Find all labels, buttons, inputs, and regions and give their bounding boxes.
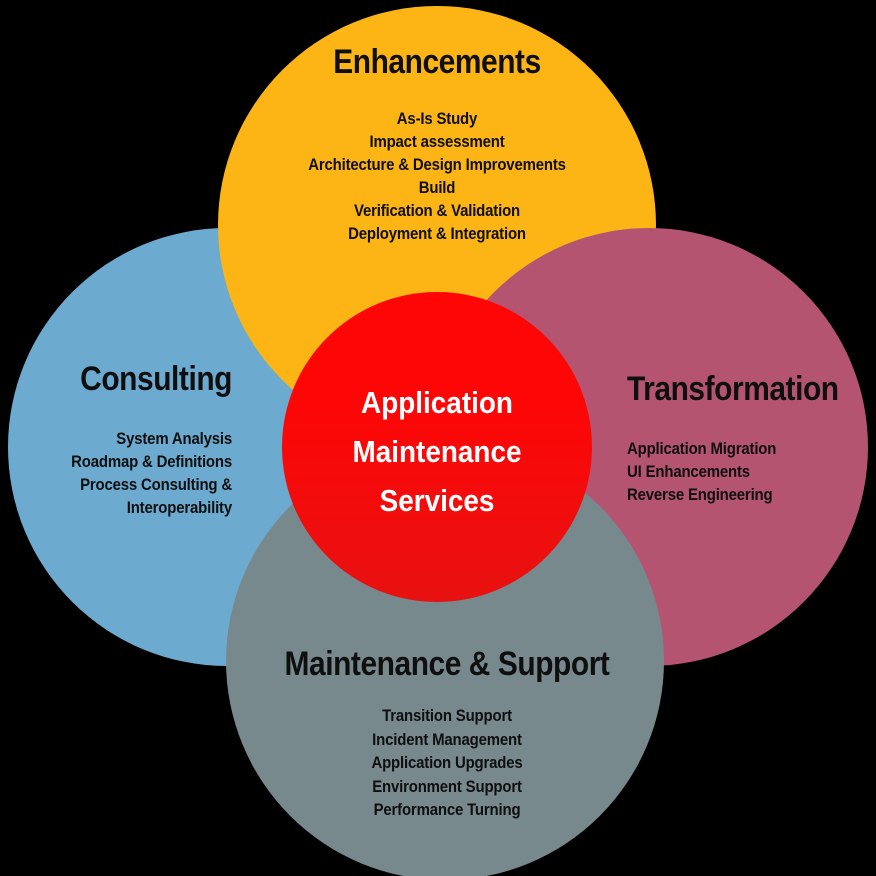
text-line: Services — [379, 483, 495, 518]
consulting-title: Consulting — [80, 360, 232, 398]
text-line: Performance Turning — [373, 800, 521, 819]
text-line: System Analysis — [116, 429, 232, 448]
text-line: Deployment & Integration — [348, 224, 526, 243]
text-line: Transition Support — [382, 706, 512, 725]
text-line: As-Is Study — [396, 109, 478, 128]
text-line: Environment Support — [372, 776, 522, 796]
text-line: Process Consulting & — [80, 475, 233, 494]
enhancements-title: Enhancements — [333, 43, 541, 81]
text-line: Build — [418, 178, 456, 197]
text-line: Application Migration — [627, 439, 777, 458]
maintenance-title: Maintenance & Support — [284, 645, 610, 683]
center-circle — [282, 292, 592, 602]
text-line: Incident Management — [372, 729, 522, 749]
text-line: Verification & Validation — [353, 201, 521, 220]
text-line: UI Enhancements — [627, 462, 750, 481]
section-transformation: Transformation Application Migration UI E… — [627, 371, 856, 506]
text-line: Roadmap & Definitions — [71, 452, 233, 471]
text-line: Application — [361, 385, 513, 420]
text-line: Reverse Engineering — [627, 485, 773, 504]
text-line: Maintenance — [352, 434, 522, 469]
transformation-title: Transformation — [627, 370, 839, 408]
text-line: Architecture & Design Improvements — [308, 155, 566, 174]
section-maintenance: Maintenance & Support Transition Support… — [227, 646, 667, 822]
text-line: Impact assessment — [369, 132, 505, 151]
text-line: Application Upgrades — [371, 753, 523, 772]
text-line: Interoperability — [126, 498, 232, 517]
